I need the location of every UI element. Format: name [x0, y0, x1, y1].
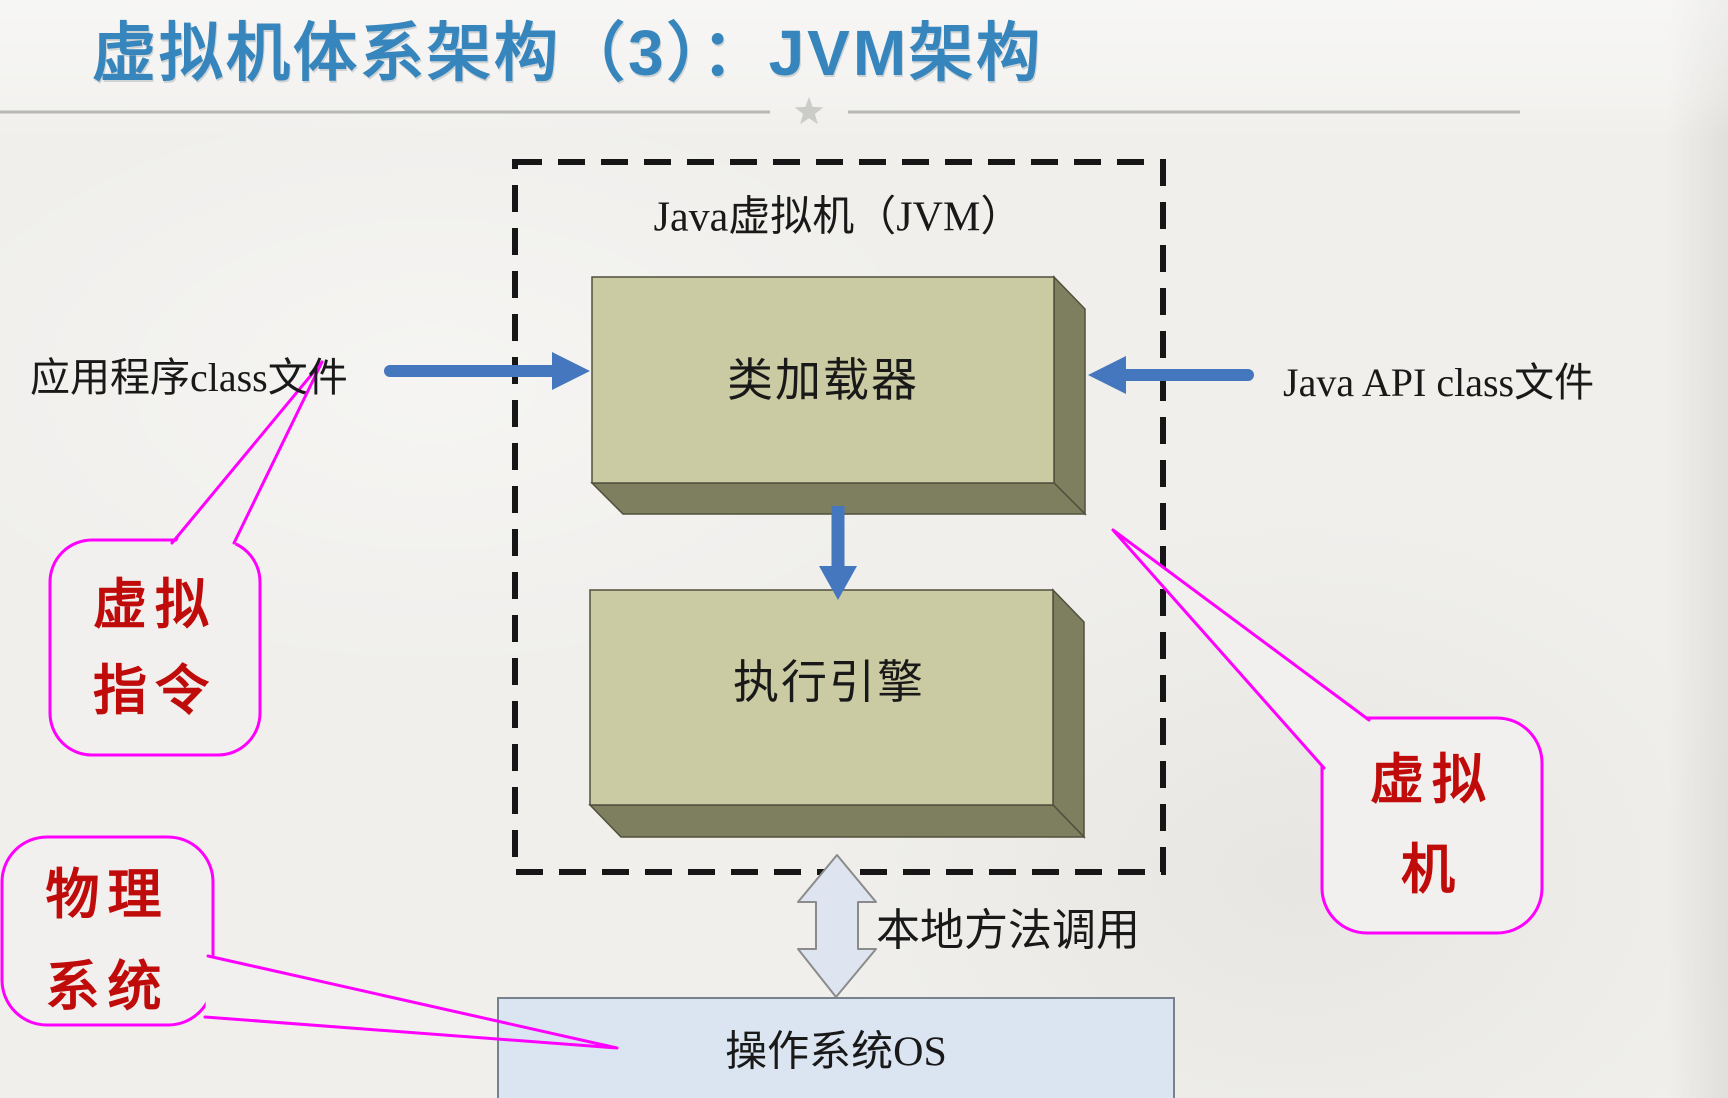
- callout-virtual-machine: [1111, 528, 1544, 935]
- native-method-call-label: 本地方法调用: [876, 906, 1140, 955]
- callout-virtual-instruction-line1: 虚拟: [93, 574, 217, 635]
- callout-virtual-machine-text: 虚拟 机: [1322, 735, 1542, 950]
- title-divider: [0, 97, 1520, 125]
- callout-virtual-instruction-line2: 指令: [93, 660, 217, 721]
- class-loader-box: [590, 275, 1087, 516]
- callout-virtual-instruction: [48, 360, 324, 757]
- callout-physical-system: [0, 835, 619, 1050]
- execution-engine-label: 执行引擎: [733, 657, 925, 708]
- class-loader-label: 类加载器: [727, 355, 919, 406]
- os-label: 操作系统OS: [725, 1029, 947, 1076]
- callout-virtual-machine-line1: 虚拟: [1370, 750, 1494, 810]
- callout-virtual-instruction-text: 虚拟 指令: [50, 540, 260, 755]
- callout-virtual-instruction-tail-lines: [170, 360, 324, 545]
- native-call-double-arrow: [797, 854, 877, 998]
- callout-virtual-machine-bubble: [1320, 716, 1544, 935]
- slide-title: 虚拟机体系架构（3）：JVM架构: [92, 17, 1044, 89]
- execution-engine-box-shadow: [588, 804, 1086, 838]
- callout-virtual-machine-tail: [1113, 530, 1374, 772]
- callout-physical-system-tail-lines: [203, 954, 619, 1050]
- loader-to-engine-arrow: [819, 506, 857, 600]
- java-api-class-file-label: Java API class文件: [1283, 360, 1595, 405]
- star-icon: [794, 97, 824, 125]
- callout-physical-system-tail: [205, 955, 495, 1039]
- callout-physical-system-line1: 物理: [45, 865, 170, 925]
- app-class-file-label: 应用程序class文件: [30, 355, 348, 400]
- callout-virtual-instruction-bubble: [48, 538, 262, 757]
- java-api-arrow-head: [1088, 356, 1126, 394]
- loader-to-engine-arrow-head: [819, 566, 857, 600]
- execution-engine-box-face: [589, 589, 1054, 806]
- execution-engine-box: [588, 588, 1086, 839]
- app-class-arrow-head: [552, 352, 590, 390]
- jvm-box-label: Java虚拟机（JVM）: [653, 194, 1023, 241]
- callout-physical-system-line2: 系统: [45, 957, 170, 1017]
- callout-physical-system-bubble: [0, 835, 215, 1027]
- execution-engine-box-side: [1052, 588, 1085, 839]
- java-api-arrow: [1088, 356, 1254, 394]
- class-loader-box-face: [591, 276, 1055, 484]
- app-class-arrow: [384, 352, 590, 390]
- callout-virtual-machine-tail-lines: [1111, 528, 1371, 770]
- class-loader-box-side: [1053, 275, 1086, 516]
- callout-virtual-machine-line2: 机: [1401, 840, 1463, 900]
- callout-physical-system-text: 物理 系统: [2, 849, 213, 1037]
